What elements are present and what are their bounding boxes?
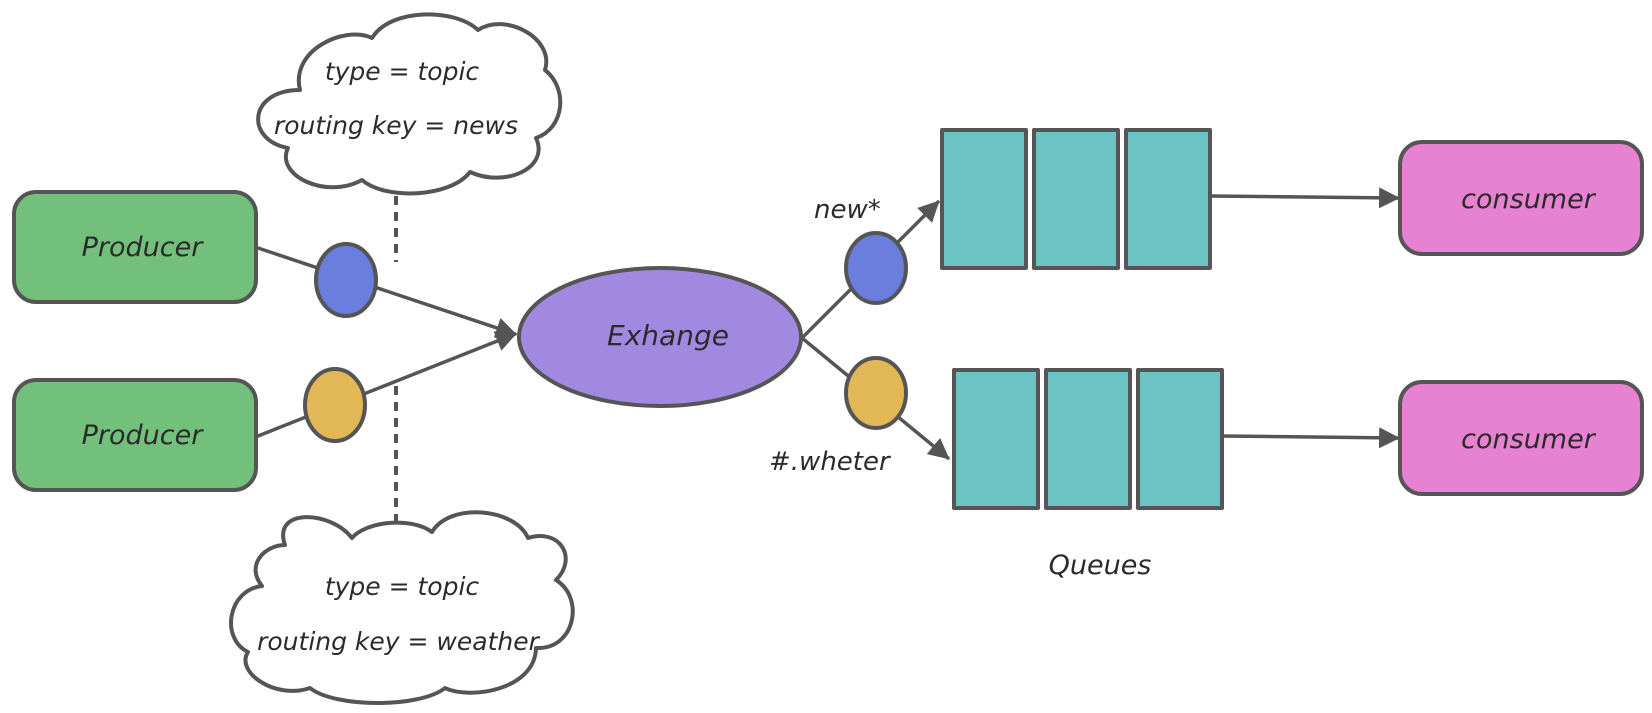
queue-2-slot-1 — [952, 368, 1040, 510]
exchange-node: Exhange — [517, 266, 803, 408]
consumer-1-label: consumer — [1461, 184, 1597, 215]
weather-message-circle — [303, 367, 367, 443]
consumer-2: consumer — [1398, 380, 1644, 496]
queue-2-slot-2 — [1044, 368, 1132, 510]
queue-2 — [952, 368, 1224, 510]
producer-2-label: Producer — [82, 420, 205, 451]
queue-1-slot-2 — [1032, 128, 1120, 270]
weather-routing-cloud: type = topic routing key = weather — [229, 510, 575, 705]
producer-1-to-exchange-connector — [256, 246, 517, 338]
news-routing-cloud: type = topic routing key = news — [256, 12, 563, 196]
producer-1-label: Producer — [82, 232, 205, 263]
weather-cloud-type-text: type = topic — [325, 572, 480, 601]
news-routed-message-circle — [844, 231, 908, 305]
queue-2-slot-3 — [1136, 368, 1224, 510]
queue-1-slot-3 — [1124, 128, 1212, 270]
producer-2: Producer — [12, 378, 258, 492]
consumer-2-label: consumer — [1461, 424, 1597, 455]
news-binding-label: new* — [814, 195, 881, 225]
queue-1 — [940, 128, 1212, 270]
consumer-1: consumer — [1398, 140, 1644, 256]
producer-2-to-exchange-connector — [256, 331, 517, 438]
exchange-label: Exhange — [607, 319, 729, 352]
weather-binding-label: #.wheter — [769, 447, 892, 477]
queue-2-to-consumer-2-connector — [1220, 427, 1401, 449]
queues-label: Queues — [1049, 550, 1152, 581]
queue-1-to-consumer-1-connector — [1208, 187, 1401, 209]
news-message-circle — [314, 242, 378, 318]
weather-routed-message-circle — [844, 356, 908, 430]
news-cloud-routing-key-text: routing key = news — [274, 111, 518, 140]
weather-cloud-routing-key-text: routing key = weather — [257, 627, 540, 656]
queue-1-slot-1 — [940, 128, 1028, 270]
producer-1: Producer — [12, 190, 258, 304]
news-cloud-type-text: type = topic — [325, 57, 480, 86]
